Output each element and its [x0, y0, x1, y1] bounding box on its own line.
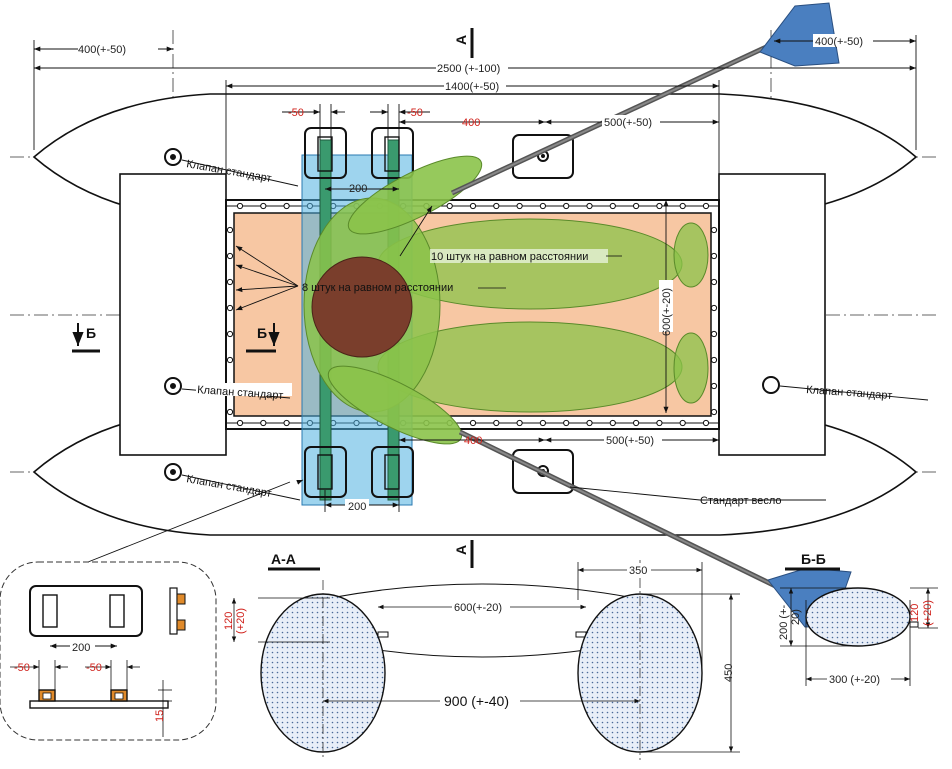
deck-ring	[539, 419, 547, 427]
deck-ring	[710, 330, 718, 338]
svg-text:А: А	[453, 545, 469, 555]
deck-ring	[226, 226, 234, 234]
deck-ring	[586, 202, 593, 210]
rower-figure	[303, 155, 709, 445]
section-mark-b-left: Б	[72, 323, 100, 353]
svg-text:20): 20)	[790, 609, 802, 625]
svg-text:450: 450	[723, 664, 735, 682]
svg-text:-50: -50	[86, 662, 102, 674]
dim-500-top: 500(+-50)	[604, 117, 652, 129]
svg-text:900 (+-40): 900 (+-40)	[444, 693, 509, 709]
dim-total-2500: 2500 (+-100)	[437, 63, 500, 75]
deck-ring	[609, 202, 616, 210]
deck-ring	[493, 419, 500, 427]
rings-8-label: 8 штук на равном расстоянии	[302, 282, 453, 294]
svg-text:(+20): (+20)	[235, 608, 247, 634]
deck-ring	[710, 252, 718, 260]
deck-ring	[710, 278, 718, 286]
deck-ring	[710, 304, 718, 312]
deck-ring	[633, 419, 640, 427]
deck-ring	[226, 330, 234, 338]
deck-ring	[679, 419, 686, 427]
svg-text:-50: -50	[14, 662, 30, 674]
deck-ring	[226, 356, 234, 364]
end-box-left	[119, 173, 227, 456]
section-mark-b-inner: Б	[246, 323, 280, 353]
dim-frame-200-top: 200	[349, 183, 367, 195]
deck-ring	[260, 419, 267, 427]
dim-left-400: 400(+-50)	[78, 44, 126, 56]
deck-ring	[656, 202, 663, 210]
deck-ring	[586, 419, 593, 427]
deck-ring	[609, 419, 616, 427]
rower-head	[311, 256, 413, 358]
deck-ring	[226, 278, 234, 286]
svg-text:120: 120	[909, 604, 921, 622]
svg-text:200: 200	[72, 642, 90, 654]
svg-text:350: 350	[629, 565, 647, 577]
dim-500-bottom: 500(+-50)	[606, 435, 654, 447]
deck-ring	[710, 356, 718, 364]
svg-text:600(+-20): 600(+-20)	[454, 602, 502, 614]
deck-ring	[563, 419, 570, 427]
detail-inset: 200 -50 -50 15	[0, 561, 217, 741]
valve-label-4: Клапан стандарт	[806, 384, 893, 402]
section-mark-a-top: А	[453, 28, 474, 58]
deck-ring	[702, 202, 710, 210]
deck-ring	[226, 304, 234, 312]
deck-ring	[539, 202, 547, 210]
oar-label: Стандарт весло	[700, 495, 782, 507]
deck-ring	[633, 202, 640, 210]
deck-ring	[702, 419, 710, 427]
deck-ring	[469, 419, 477, 427]
deck-ring	[226, 252, 234, 260]
paddle-blade-top	[759, 2, 840, 67]
svg-text:Б: Б	[86, 325, 96, 341]
dim-minus50-a: -50	[288, 107, 304, 119]
deck-ring	[516, 419, 523, 427]
svg-text:300 (+-20): 300 (+-20)	[829, 674, 880, 686]
deck-ring	[283, 202, 290, 210]
dim-minus50-b: -50	[407, 107, 423, 119]
dim-right-400: 400(+-50)	[815, 36, 863, 48]
dim-red-400: 400	[462, 117, 480, 129]
deck-ring	[446, 202, 453, 210]
svg-text:Б: Б	[257, 325, 267, 341]
svg-text:15: 15	[154, 710, 166, 722]
valve-label-2: Клапан стандарт	[197, 384, 284, 402]
deck-ring	[226, 408, 234, 416]
dim-deck-600: 600(+-20)	[661, 288, 673, 336]
deck-ring	[283, 419, 290, 427]
deck-ring	[516, 202, 523, 210]
deck-ring	[236, 419, 244, 427]
section-aa-title: А-А	[271, 551, 296, 567]
deck-ring	[710, 382, 718, 390]
deck-ring	[469, 202, 477, 210]
deck-ring	[236, 202, 244, 210]
deck-ring	[493, 202, 500, 210]
deck-ring	[656, 419, 663, 427]
deck-ring	[563, 202, 570, 210]
section-aa: А-А 120 (+20) 350 600(+-20) 900 (+-40) 4…	[223, 551, 740, 760]
deck-ring	[679, 202, 686, 210]
svg-text:А: А	[453, 35, 469, 45]
deck-ring	[260, 202, 267, 210]
svg-text:(+20): (+20)	[922, 600, 934, 626]
end-box-right	[718, 173, 826, 456]
dim-frame-200-bottom: 200	[348, 501, 366, 513]
dim-deck-1400: 1400(+-50)	[445, 81, 499, 93]
deck-ring	[710, 408, 718, 416]
section-bb: Б-Б 300 (+-20) 200 (+- 20) 120 (+20)	[778, 551, 938, 686]
rings-10-label: 10 штук на равном расстоянии	[431, 251, 588, 263]
svg-text:120: 120	[223, 612, 235, 630]
valves	[164, 148, 780, 481]
dim-red-400-bottom: 400	[464, 435, 482, 447]
section-bb-title: Б-Б	[801, 551, 826, 567]
deck-ring	[710, 226, 718, 234]
svg-text:200 (+-: 200 (+-	[778, 605, 790, 640]
section-mark-a-bottom: А	[453, 540, 474, 568]
